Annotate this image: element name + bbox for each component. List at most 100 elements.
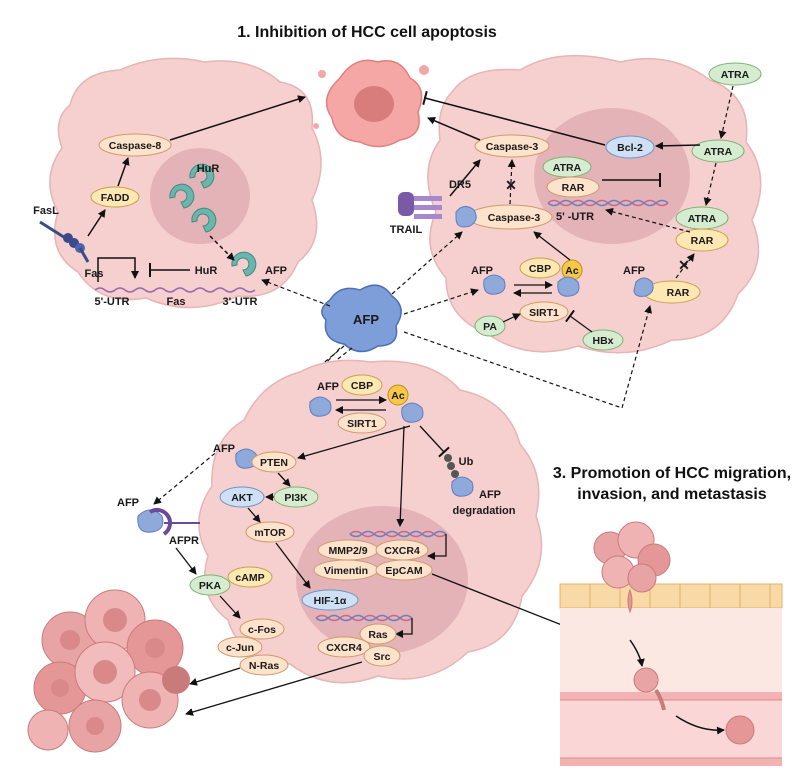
- arrow-afp-acetylation: [403, 288, 479, 315]
- camp-label: cAMP: [235, 572, 264, 584]
- cell1-body: [49, 57, 322, 309]
- arrow-fadd-caspase8: [117, 157, 130, 187]
- block-mark-rar: ✕: [678, 257, 690, 273]
- nras-node: [239, 654, 289, 676]
- atra-top-node: [708, 62, 762, 86]
- afp-degradation-label: AFP: [479, 489, 501, 501]
- arrow-afp-caspase3: [391, 231, 463, 295]
- arrow-caspase8-apoptosis: [169, 95, 306, 141]
- akt-node: [219, 486, 265, 508]
- afp-rar-protein-icon: [633, 277, 654, 297]
- title-section3-line2: invasion, and metastasis: [577, 486, 767, 503]
- cbp-cell3-node: [341, 374, 383, 396]
- hur-protein-icon: [169, 163, 257, 277]
- src-node: [363, 645, 401, 667]
- arrow-atra-top-mid: [718, 85, 734, 139]
- afp-acetylated-cell3-icon: [401, 402, 424, 423]
- caspase3-top-node: [474, 134, 550, 158]
- invading-tumor-icon: [593, 521, 755, 745]
- arrow-fas-mrna-to-fas: [97, 257, 139, 282]
- ac-cell2-label: Ac: [565, 265, 579, 277]
- arrow-caspase3-apoptosis: [427, 117, 481, 141]
- bcl2-label: Bcl-2: [617, 142, 643, 154]
- afp-rar-label: AFP: [623, 265, 645, 277]
- fadd-label: FADD: [101, 192, 130, 204]
- hur-inhibitor-label: HuR: [195, 265, 218, 277]
- cxcr4-a-label: CXCR4: [384, 545, 420, 557]
- pka-label: PKA: [199, 580, 222, 592]
- arrow-afp-cell1: [261, 278, 331, 307]
- arrow-dna-ras: [395, 618, 413, 638]
- fasl-label: FasL: [33, 205, 59, 217]
- cxcr4-b-label: CXCR4: [326, 642, 362, 654]
- hbx-node: [582, 329, 624, 351]
- central-afp-label: AFP: [353, 312, 379, 327]
- fadd-node: [90, 186, 140, 208]
- nras-label: N-Ras: [249, 660, 280, 672]
- rar-afp-label: RAR: [667, 287, 690, 299]
- utr3-label: 3'-UTR: [222, 296, 257, 308]
- pten-node: [251, 451, 297, 473]
- arrow-afpr-pka: [175, 547, 197, 575]
- caspase8-node: [98, 133, 172, 157]
- pi3k-label: PI3K: [284, 492, 308, 504]
- afp-cell1-label: AFP: [265, 265, 287, 277]
- afpr-receptor-icon: [137, 508, 200, 536]
- atra-top-label: ATRA: [721, 69, 750, 81]
- ras-label: Ras: [368, 629, 387, 641]
- arrow-pa-sirt1: [502, 313, 521, 323]
- mtor-node: [245, 521, 295, 543]
- rar-nucleus-node: [546, 176, 600, 198]
- arrow-pka-targets: [219, 595, 241, 619]
- rar-low-node: [675, 228, 729, 252]
- ac-cell3-node: [387, 384, 409, 406]
- arrow-ac-dna: [396, 425, 405, 527]
- epcam-node: [375, 559, 433, 581]
- utr5-cell2-label: 5' -UTR: [556, 211, 594, 223]
- cbp-cell2-label: CBP: [529, 263, 551, 275]
- inhibit-degradation: [419, 425, 450, 458]
- arrow-fas-fadd: [87, 209, 106, 237]
- camp-node: [227, 566, 273, 588]
- cfos-node: [239, 618, 285, 640]
- trail-receptor-icon: [398, 192, 442, 219]
- hif-label: HIF-1α: [314, 595, 347, 607]
- inhibit-hbx-sirt1: [565, 309, 593, 333]
- afpr-label: AFPR: [169, 535, 199, 547]
- arrow-circulation: [675, 715, 725, 735]
- afp-acetylated-cell2-icon: [557, 276, 580, 297]
- arrow-pten-pi3k: [277, 472, 291, 487]
- cjun-label: c-Jun: [226, 642, 254, 654]
- caspase3-top-label: Caspase-3: [486, 141, 539, 153]
- arrow-ac-caspase3: [533, 231, 571, 261]
- vimentin-label: Vimentin: [324, 565, 368, 577]
- block-mark-caspase3: ✕: [505, 177, 517, 193]
- arrow-intravasation: [629, 639, 645, 667]
- sirt1-cell3-label: SIRT1: [347, 418, 377, 430]
- mtor-label: mTOR: [254, 527, 286, 539]
- cxcr4-b-node: [317, 636, 371, 658]
- arrow-src-tumor: [185, 661, 363, 716]
- arrow-akt-mtor: [247, 507, 261, 523]
- rar-low-label: RAR: [691, 235, 714, 247]
- ub-label: Ub: [459, 456, 474, 468]
- src-label: Src: [374, 651, 391, 663]
- atra-mid-node: [691, 139, 745, 163]
- afp-caspase3-protein-icon: [455, 206, 477, 228]
- pa-node: [474, 315, 506, 337]
- apoptotic-cell-icon: [313, 59, 429, 148]
- arrow-afp-receptor: [153, 345, 345, 505]
- hif-node: [301, 589, 359, 611]
- cbp-cell2-node: [519, 257, 561, 279]
- atra-nucleus-label: ATRA: [553, 162, 582, 174]
- arrow-nras-tumor: [189, 667, 241, 686]
- dna-strand-cell2-b: [547, 199, 669, 207]
- dna-strand-cell3-b: [349, 530, 447, 538]
- atra-mid-label: ATRA: [704, 146, 733, 158]
- afp-cell2-label: AFP: [471, 265, 493, 277]
- trail-label: TRAIL: [390, 224, 423, 236]
- pten-label: PTEN: [260, 457, 288, 469]
- rar-nucleus-label: RAR: [562, 182, 585, 194]
